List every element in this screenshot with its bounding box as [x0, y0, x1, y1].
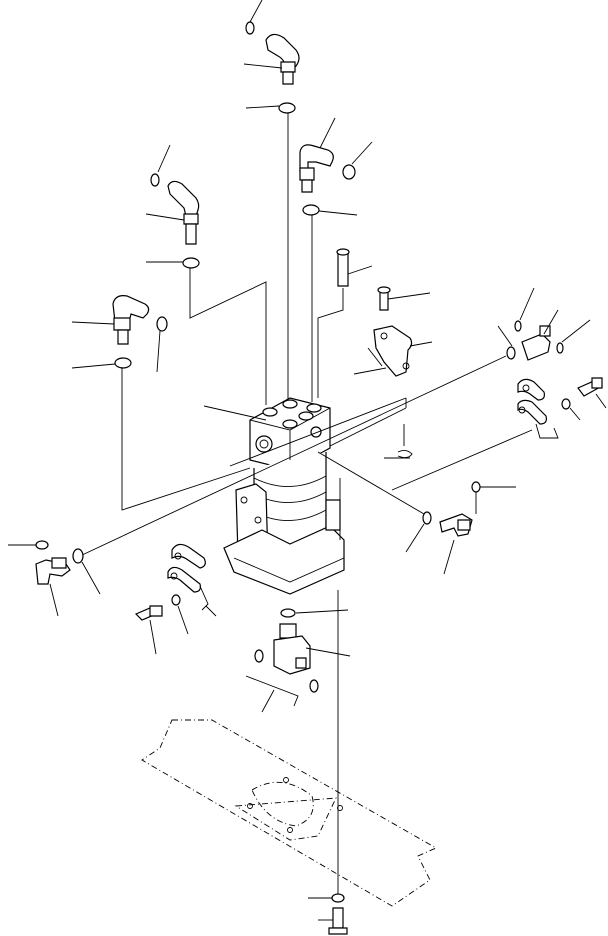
swivel-joint-body: [204, 398, 412, 594]
top-elbow-fitting: [244, 0, 299, 84]
right-elbow-lower: [406, 482, 516, 574]
crossing-hose-lines: [80, 356, 532, 556]
right-tee-fitting: [498, 288, 590, 360]
pin-and-clamp-group: [318, 249, 432, 398]
lower-left-elbow: [72, 296, 250, 510]
upper-right-elbow: [300, 118, 372, 192]
right-clamp-and-bolt: [518, 378, 606, 438]
bottom-bolt: [308, 894, 347, 934]
upper-o-rings: [246, 103, 357, 402]
left-side-fittings: [8, 541, 216, 654]
bottom-valve-assembly: [246, 590, 350, 896]
frame-plate: [142, 720, 436, 906]
left-elbow-fitting: [146, 145, 266, 405]
